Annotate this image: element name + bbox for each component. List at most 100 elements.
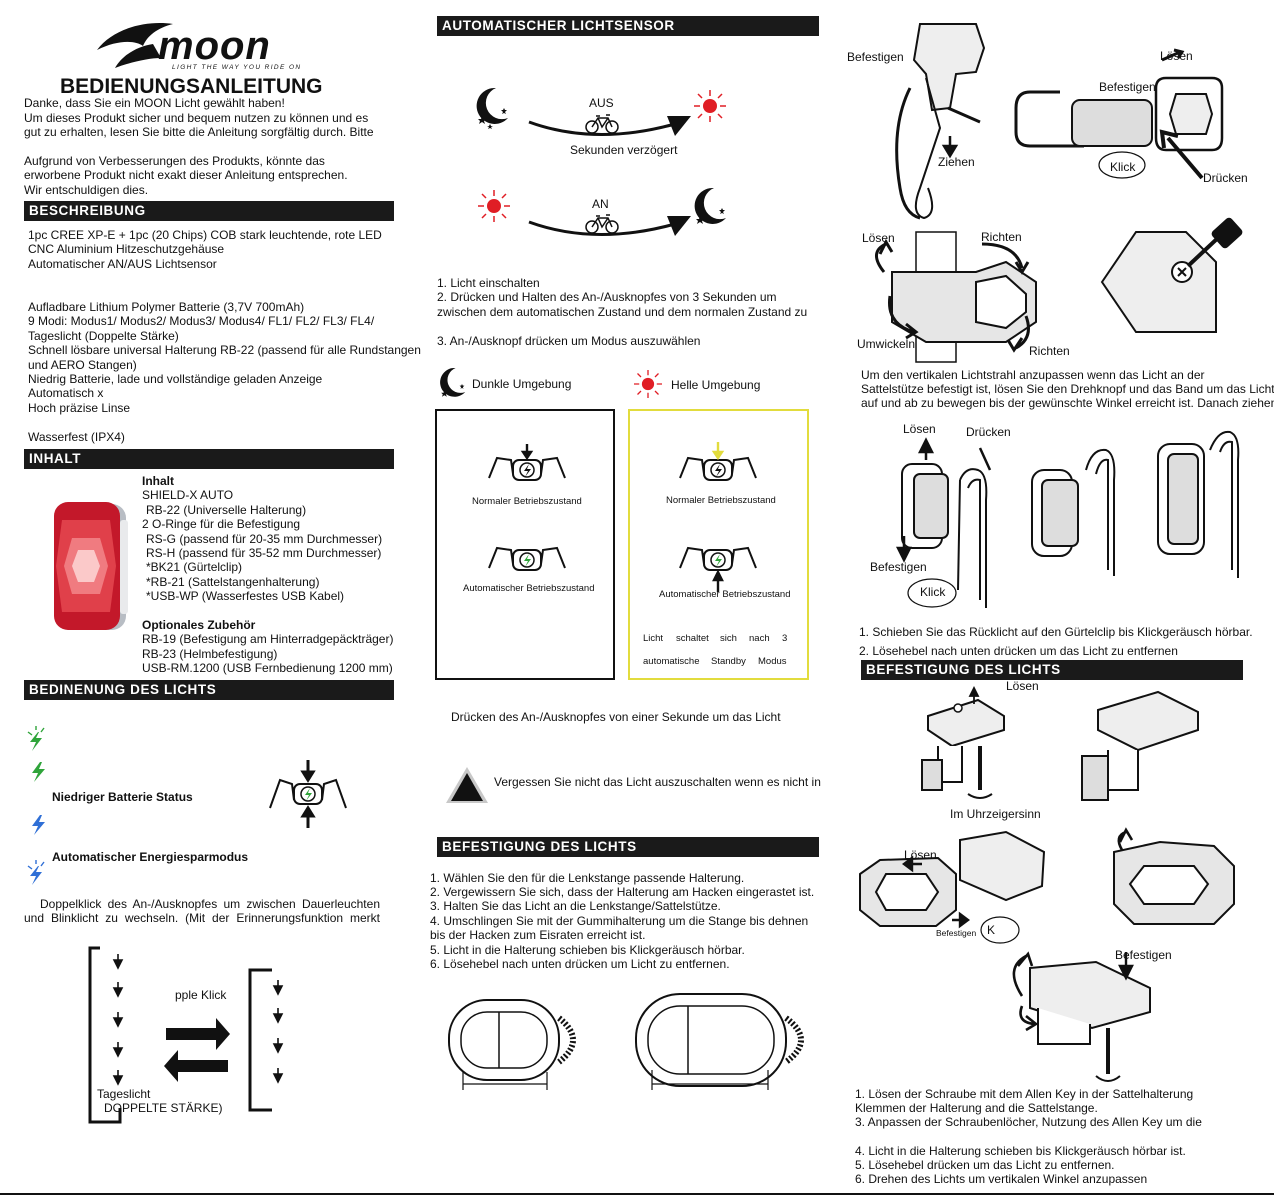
druecken-label: Drücken — [1203, 171, 1248, 185]
spec-line: Automatisch x — [28, 386, 104, 400]
spec-line: Aufladbare Lithium Polymer Batterie (3,7… — [28, 300, 305, 314]
spec-line: 9 Modi: Modus1/ Modus2/ Modus3/ Modus4/ … — [28, 314, 375, 328]
spec-line: CNC Aluminium Hitzeschutzgehäuse — [28, 242, 225, 256]
green-bolt-flash-icon — [27, 726, 45, 751]
mount-diagram-small-bar — [448, 999, 576, 1090]
page-title: BEDIENUNGSANLEITUNG — [60, 75, 323, 98]
curve-arrow-aus — [528, 116, 691, 137]
bright-mode-panel — [628, 409, 809, 680]
double-strength-label: DOPPELTE STÄRKE) — [104, 1101, 223, 1115]
seat-step: 3. Anpassen der Schraubenlöcher, Nutzung… — [855, 1115, 1202, 1129]
bracket-pull-diagram — [895, 23, 986, 220]
low-battery-label: Niedriger Batterie Status — [52, 790, 193, 804]
button-diagram-dark-auto — [488, 546, 566, 571]
mount-step: 6. Lösehebel nach unten drücken um Licht… — [430, 957, 730, 971]
befestigen-label: Befestigen — [1099, 80, 1156, 94]
section-heading-befestigung-right: BEFESTIGUNG DES LICHTS — [861, 660, 1243, 680]
inhalt-item: *RB-21 (Sattelstangenhalterung) — [146, 575, 320, 589]
standby-word: nach — [749, 633, 770, 644]
angle-paragraph: Sattelstütze befestigt ist, lösen Sie de… — [861, 382, 1274, 396]
sensor-step: 3. An-/Ausknopf drücken um Modus auszuwä… — [437, 334, 701, 348]
mount-step: 2. Vergewissern Sie sich, dass der Halte… — [430, 885, 815, 899]
inhalt-item: *BK21 (Gürtelclip) — [146, 560, 243, 574]
standby-word: sich — [720, 633, 737, 644]
dark-mode-panel — [435, 409, 615, 680]
wrap-adjust-diagram — [875, 231, 1037, 363]
belt-clip-diagram — [895, 437, 992, 608]
angle-paragraph: Um den vertikalen Lichtstrahl anzupassen… — [861, 368, 1205, 382]
intro-line: Um dieses Produkt sicher und bequem nutz… — [24, 111, 369, 125]
standby-word: 3 — [782, 633, 788, 644]
seat-clamp-diagram — [921, 685, 1005, 799]
blue-bolt-icon — [32, 815, 45, 835]
angle-paragraph: auf und ab zu bewegen bis der gewünschte… — [861, 396, 1274, 410]
richten-label: Richten — [1029, 344, 1070, 358]
ziehen-label: Ziehen — [938, 155, 975, 169]
inhalt-item: *USB-WP (Wasserfestes USB Kabel) — [146, 589, 345, 603]
sensor-step: 2. Drücken und Halten des An-/Ausknopfes… — [437, 290, 777, 304]
spec-line: Niedrig Batterie, lade und vollständige … — [28, 372, 323, 386]
double-click-text: Doppelklick des An-/Ausknopfes um zwisch… — [40, 897, 380, 911]
klick-bubble — [1098, 151, 1146, 179]
seat-clamp-assembled-diagram — [1081, 690, 1199, 801]
seat-step: 6. Drehen des Lichts um vertikalen Winke… — [855, 1172, 1148, 1186]
spec-line: Wasserfest (IPX4) — [28, 430, 125, 444]
loesen-label: Lösen — [904, 848, 937, 862]
mount-step: 1. Wählen Sie den für die Lenkstange pas… — [430, 871, 745, 885]
auto-state-label: Automatischer Betriebszustand — [659, 589, 791, 600]
seat-step: 4. Licht in die Halterung schieben bis K… — [855, 1144, 1186, 1158]
button-press-diagram — [269, 760, 347, 828]
inhalt-item: RS-G (passend für 20-35 mm Durchmesser) — [146, 532, 383, 546]
mount-step: 4. Umschlingen Sie mit der Gummihalterun… — [430, 914, 809, 928]
dark-env-label: Dunkle Umgebung — [472, 377, 572, 391]
screwdriver-diagram — [1100, 217, 1243, 333]
button-diagram-bright-normal — [679, 442, 757, 481]
sensor-step: zwischen dem automatischen Zustand und d… — [437, 305, 808, 319]
bottom-rule — [0, 1193, 1274, 1195]
k-label: K — [987, 923, 996, 937]
intro-line: erworbene Produkt nicht exakt dieser Anl… — [24, 168, 348, 182]
moon-stars-icon — [476, 87, 508, 129]
delay-label: Sekunden verzögert — [570, 143, 678, 157]
loesen-label: Lösen — [903, 422, 936, 436]
logo-slogan: LIGHT THE WAY YOU RIDE ON — [172, 64, 302, 71]
curve-arrow-an — [528, 216, 691, 237]
auto-state-label: Automatischer Betriebszustand — [463, 583, 595, 594]
normal-state-label: Normaler Betriebszustand — [472, 496, 582, 507]
standby-word: Licht — [643, 633, 664, 644]
moon-logo-icon — [97, 23, 173, 68]
red-light-icon — [478, 190, 510, 222]
section-heading-sensor: AUTOMATISCHER LICHTSENSOR — [437, 16, 819, 36]
press-one-second-text: Drücken des An-/Ausknopfes von einer Sek… — [451, 710, 781, 724]
clockwise-label: Im Uhrzeigersinn — [950, 807, 1041, 821]
bright-env-label: Helle Umgebung — [671, 378, 761, 392]
logo-wordmark: moon — [158, 24, 271, 68]
intro-line: Wir entschuldigen dies. — [24, 183, 149, 197]
standby-word: Modus — [758, 656, 787, 667]
red-light-icon — [694, 90, 726, 122]
clip-step: 2. Lösehebel nach unten drücken um das L… — [859, 644, 1178, 658]
seat-step: 5. Lösehebel drücken um das Licht zu ent… — [855, 1158, 1115, 1172]
product-light-image — [54, 502, 128, 630]
optional-item: RB-19 (Befestigung am Hinterradgepäckträ… — [142, 632, 394, 646]
belt-clip-side-diagram — [1157, 430, 1240, 578]
mode-flow-diagram — [88, 946, 284, 1124]
spec-line: und AERO Stangen) — [28, 358, 137, 372]
inhalt-item: RS-H (passend für 35-52 mm Durchmesser) — [146, 546, 382, 560]
seat-light-rotate-diagram — [1113, 827, 1235, 925]
blue-bolt-flash-icon — [27, 860, 45, 885]
release-press-diagram — [1014, 48, 1224, 180]
inhalt-item: SHIELD-X AUTO — [142, 488, 234, 502]
red-light-icon — [634, 370, 662, 398]
triple-click-label: pple Klick — [175, 988, 227, 1002]
mount-diagram-large-bar — [635, 993, 804, 1090]
spec-line: Hoch präzise Linse — [28, 401, 131, 415]
an-label: AN — [592, 197, 609, 211]
spec-line: Schnell lösbare universal Halterung RB-2… — [28, 343, 421, 357]
befestigen-label: Befestigen — [1115, 948, 1172, 962]
befestigen-label: Befestigen — [847, 50, 904, 64]
normal-state-label: Normaler Betriebszustand — [666, 495, 776, 506]
energy-mode-label: Automatischer Energiesparmodus — [52, 850, 249, 864]
intro-line: Aufgrund von Verbesserungen des Produkts… — [24, 154, 325, 168]
inhalt-subheading: Inhalt — [142, 474, 174, 488]
